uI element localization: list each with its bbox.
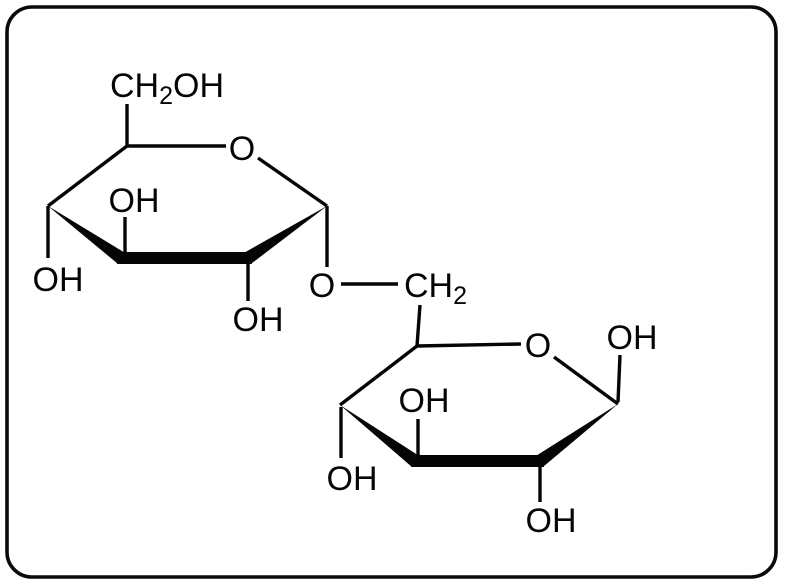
bond-bottom-c5-c4 — [338, 344, 419, 407]
bond-bottom-c5-ring-oxygen — [416, 342, 522, 348]
wedge-top-c4-c3 — [48, 206, 125, 264]
label-bridge-ch2-group: CH2 — [404, 267, 467, 310]
rounded-frame-border — [5, 5, 778, 579]
label-ch2oh-oh: OH — [173, 67, 224, 105]
bold-bond-bottom-c3-c2 — [411, 455, 544, 467]
label-bottom-oh-anomeric: OH — [607, 319, 658, 357]
label-bottom-oh-c3: OH — [399, 382, 450, 420]
label-ch2oh-subscript: 2 — [159, 82, 173, 110]
label-bridge-subscript: 2 — [453, 282, 467, 310]
label-bridge-ch: CH — [404, 267, 453, 305]
label-top-oh-c2: OH — [233, 301, 284, 339]
bond-bottom-ring-oxygen-c1 — [552, 355, 620, 406]
label-top-ring-oxygen: O — [229, 130, 255, 168]
wedge-bottom-c4-c3 — [340, 405, 419, 467]
label-bottom-ring-oxygen: O — [525, 327, 551, 365]
label-glycosidic-oxygen: O — [309, 267, 335, 305]
bond-top-ring-oxygen-c1 — [257, 156, 328, 208]
bold-bond-top-c3-c2 — [117, 252, 252, 264]
label-ch2oh-ch: CH — [110, 67, 159, 105]
bottom-ring-bonds — [338, 342, 622, 502]
wedge-top-c1-c2 — [244, 206, 327, 264]
label-bottom-oh-c2: OH — [526, 502, 577, 540]
glycosidic-bridge-bonds — [341, 282, 422, 347]
bond-top-c5-c4 — [46, 144, 129, 208]
bond-bottom-c1-anomeric-oh — [616, 354, 622, 403]
label-top-oh-c4: OH — [33, 261, 84, 299]
label-bottom-oh-c4: OH — [327, 460, 378, 498]
wedge-bottom-c1-c2 — [536, 404, 618, 467]
label-ch2oh-group: CH2OH — [110, 67, 224, 110]
bond-ch2-bottom-c5 — [415, 304, 422, 347]
top-ring-bonds — [46, 104, 329, 301]
label-top-oh-c3: OH — [109, 182, 160, 220]
